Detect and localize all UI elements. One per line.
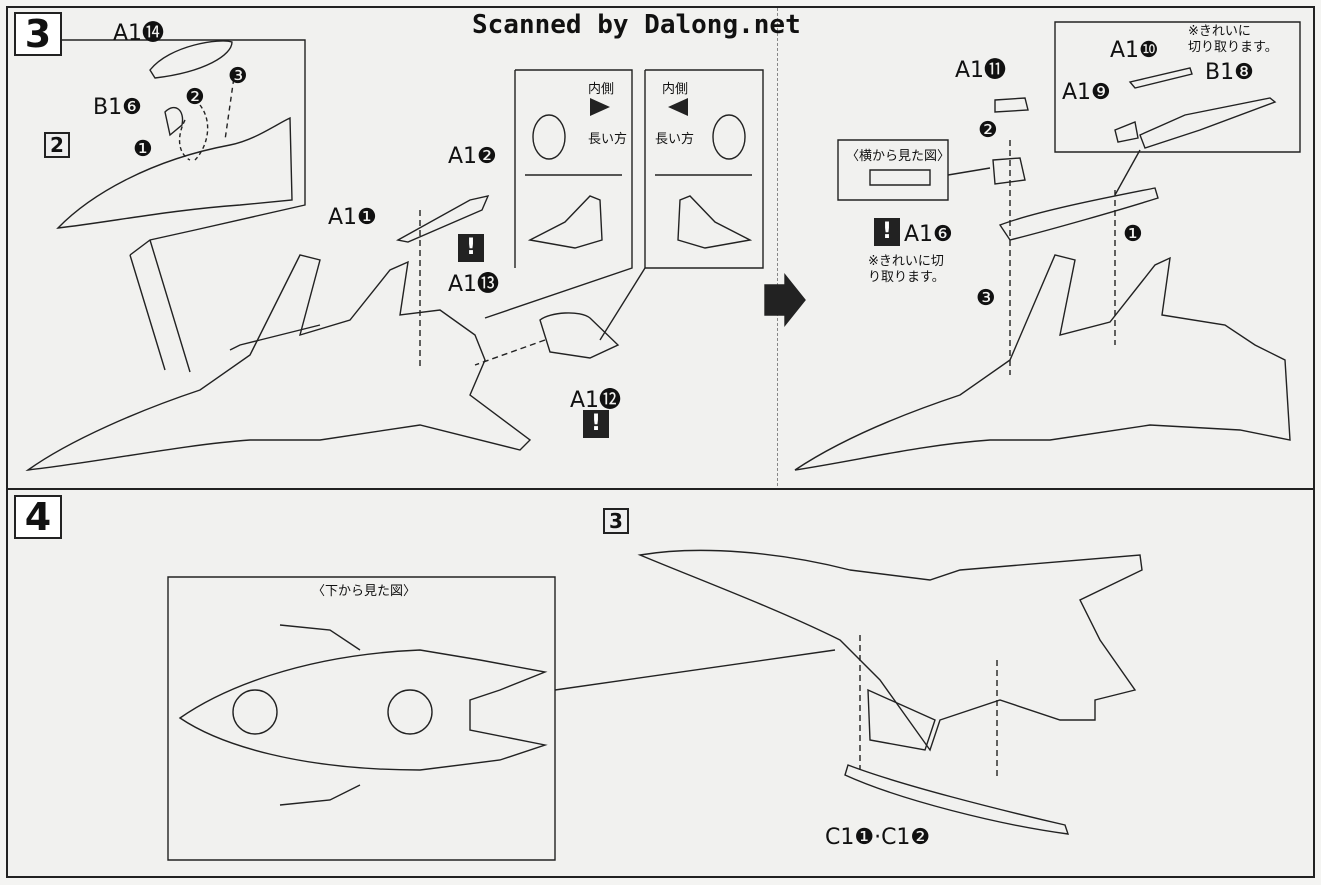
inner-right-nozzle-drawing [677,195,753,249]
order-mark-2: ❷ [185,85,205,110]
scan-watermark: Scanned by Dalong.net [472,10,801,40]
label-b1-8: B1❽ [1205,60,1254,85]
bottom-view-jet [178,649,548,771]
arrow-left-icon [668,98,688,116]
part-a1-16 [992,157,1026,185]
right-insert-arrows [1009,140,1116,375]
step-transition-arrow [764,273,806,327]
part-a1-9 [1114,121,1139,143]
inner-box-right-outline [644,69,764,269]
bottom-view-callout [554,649,836,691]
side-view-caption: 〈横から見た図〉 [846,149,951,164]
jet-left-wing-line [229,324,321,351]
part-b1-8 [1139,97,1277,149]
label-a1-12: A1⓬ [570,388,622,413]
order-mark-3: ❸ [976,286,996,311]
canopy-callout-lines [129,239,191,373]
inner-left-ellipse [532,114,566,160]
fighter-jet-right [794,254,1291,471]
label-a1-16: A1❻ [904,222,953,247]
caution-icon: ! [458,234,484,262]
fighter-jet-step4 [637,549,1143,752]
label-a1-14: A1⓮ [113,21,165,46]
label-a1-13: A1⓭ [448,272,500,297]
side-view-part [869,169,931,186]
label-a1-10: A1❿ [1110,38,1159,63]
pilot-figure-b1-6 [164,107,184,137]
part-a1-10 [1128,67,1193,89]
step4-insert-arrows [859,635,998,780]
inner-left-title: 内側 [588,82,615,97]
step-4-ref-step: 3 [603,508,629,534]
order-mark-3: ❸ [228,64,248,89]
label-a1-1: A1❶ [328,205,377,230]
label-b1-6: B1❻ [93,95,142,120]
fighter-jet-left [25,254,532,471]
order-mark-1: ❶ [133,137,153,162]
detail-box-outline [1054,21,1301,153]
step-3-number: 3 [14,12,62,56]
step-divider [6,488,1313,490]
side-view-box [837,139,949,201]
order-mark-1: ❶ [1123,222,1143,247]
bottom-view-box [167,576,556,861]
label-a1-9: A1❾ [1062,80,1111,105]
bottom-view-caption: 〈下から見た図〉 [312,584,417,599]
caution-icon: ! [583,410,609,438]
label-a1-2: A1❷ [448,144,497,169]
inner-box-left-outline [484,69,633,319]
nozzle-insert-arrow [474,339,546,366]
note-cut-cleanly-detail: ※きれいに 切り取ります。 [1188,24,1278,55]
mount-point-left [232,689,278,735]
step-3-ref-step: 2 [44,132,70,158]
step3-vertical-divider [777,8,778,486]
canopy-part-a1-14 [149,40,233,79]
inner-left-note: 長い方 [588,132,628,147]
note-cut-cleanly: ※きれいに切り取ります。 [868,254,945,285]
pilot-arrow-path [178,104,209,161]
mount-point-right [387,689,433,735]
step-4-number: 4 [14,495,62,539]
order-mark-2: ❷ [978,118,998,143]
canopy-arrow-path [224,69,236,141]
inner-left-nozzle-drawing [527,195,603,249]
canopy-nose-drawing [56,116,293,229]
arrow-right-icon [590,98,610,116]
step4-fin [867,688,936,751]
part-a1-2 [395,195,490,243]
inner-right-note: 長い方 [655,132,695,147]
label-a1-11: A1⓫ [955,58,1007,83]
part-c1-tank [844,764,1070,835]
canopy-inset-outline [14,39,306,256]
part-a1-11 [994,97,1029,113]
caution-icon: ! [874,218,900,246]
part-a1-12-nozzle [539,312,620,359]
inner-right-ellipse [712,114,746,160]
part-c-drop-tank [998,187,1159,241]
inner-right-title: 内側 [662,82,689,97]
label-c1-1-c1-2: C1❶·C1❷ [825,825,931,850]
